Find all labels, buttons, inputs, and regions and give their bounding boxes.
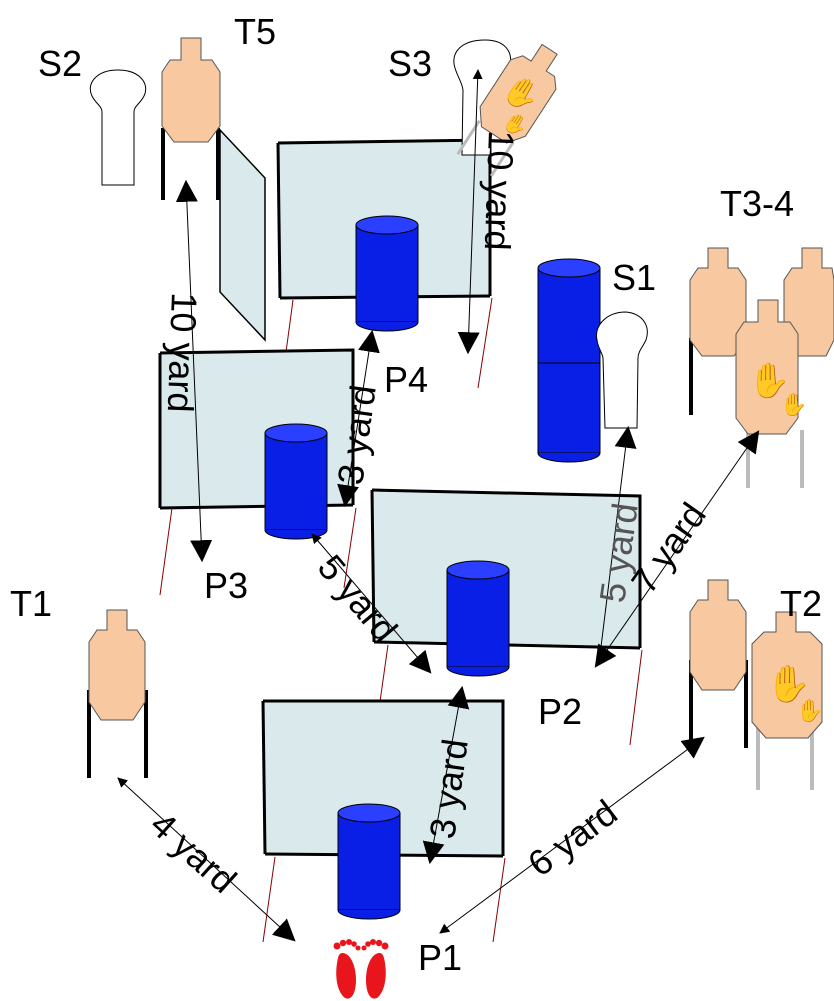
target-t3-4: ✋ ✋: [689, 247, 834, 488]
label-p1: P1: [418, 937, 462, 978]
arrow-p2-p3: [311, 533, 432, 674]
angled-wall-t5: [219, 128, 266, 342]
barrel-stack-s1: [537, 258, 601, 463]
label-t2: T2: [780, 583, 822, 624]
arrow-p3-p4: [337, 329, 380, 508]
target-t5: [161, 37, 221, 200]
label-s1: S1: [612, 257, 656, 298]
distance-label-p1-t2: 6 yard: [520, 791, 625, 884]
footprints-icon: [333, 939, 389, 999]
barrel-p2: [446, 560, 510, 677]
barrel-p3: [264, 423, 328, 540]
arrow-p1-t2: [439, 736, 705, 934]
label-p4: P4: [384, 359, 428, 400]
label-t1: T1: [10, 583, 52, 624]
target-t1: [87, 609, 148, 778]
distance-label-p4-s3: 10 yard: [477, 130, 522, 251]
distance-label-p3-t5: 10 yard: [160, 292, 205, 413]
barrel-p1: [337, 803, 401, 920]
label-p3: P3: [204, 565, 248, 606]
label-t3-4: T3-4: [720, 183, 794, 224]
arrow-p2-t3: [594, 430, 760, 668]
distance-label-p1-t1: 4 yard: [143, 803, 245, 900]
hand-icon: ✋: [766, 663, 811, 704]
label-t5: T5: [234, 11, 276, 52]
barrel-p4: [355, 215, 419, 332]
arrow-p3-t5: [175, 179, 213, 563]
label-p2: P2: [538, 691, 582, 732]
no-shoot-s2: [89, 69, 147, 186]
arrow-p1-t1: [117, 777, 296, 942]
label-s3: S3: [388, 43, 432, 84]
arrow-p4-s3: [457, 69, 483, 355]
hand-icon: ✋: [748, 361, 790, 400]
hand-icon: ✋: [796, 698, 823, 723]
hand-icon: ✋: [780, 392, 807, 417]
label-s2: S2: [38, 43, 82, 84]
arrow-p1-p2: [422, 685, 470, 865]
no-shoot-s1: [596, 311, 648, 429]
